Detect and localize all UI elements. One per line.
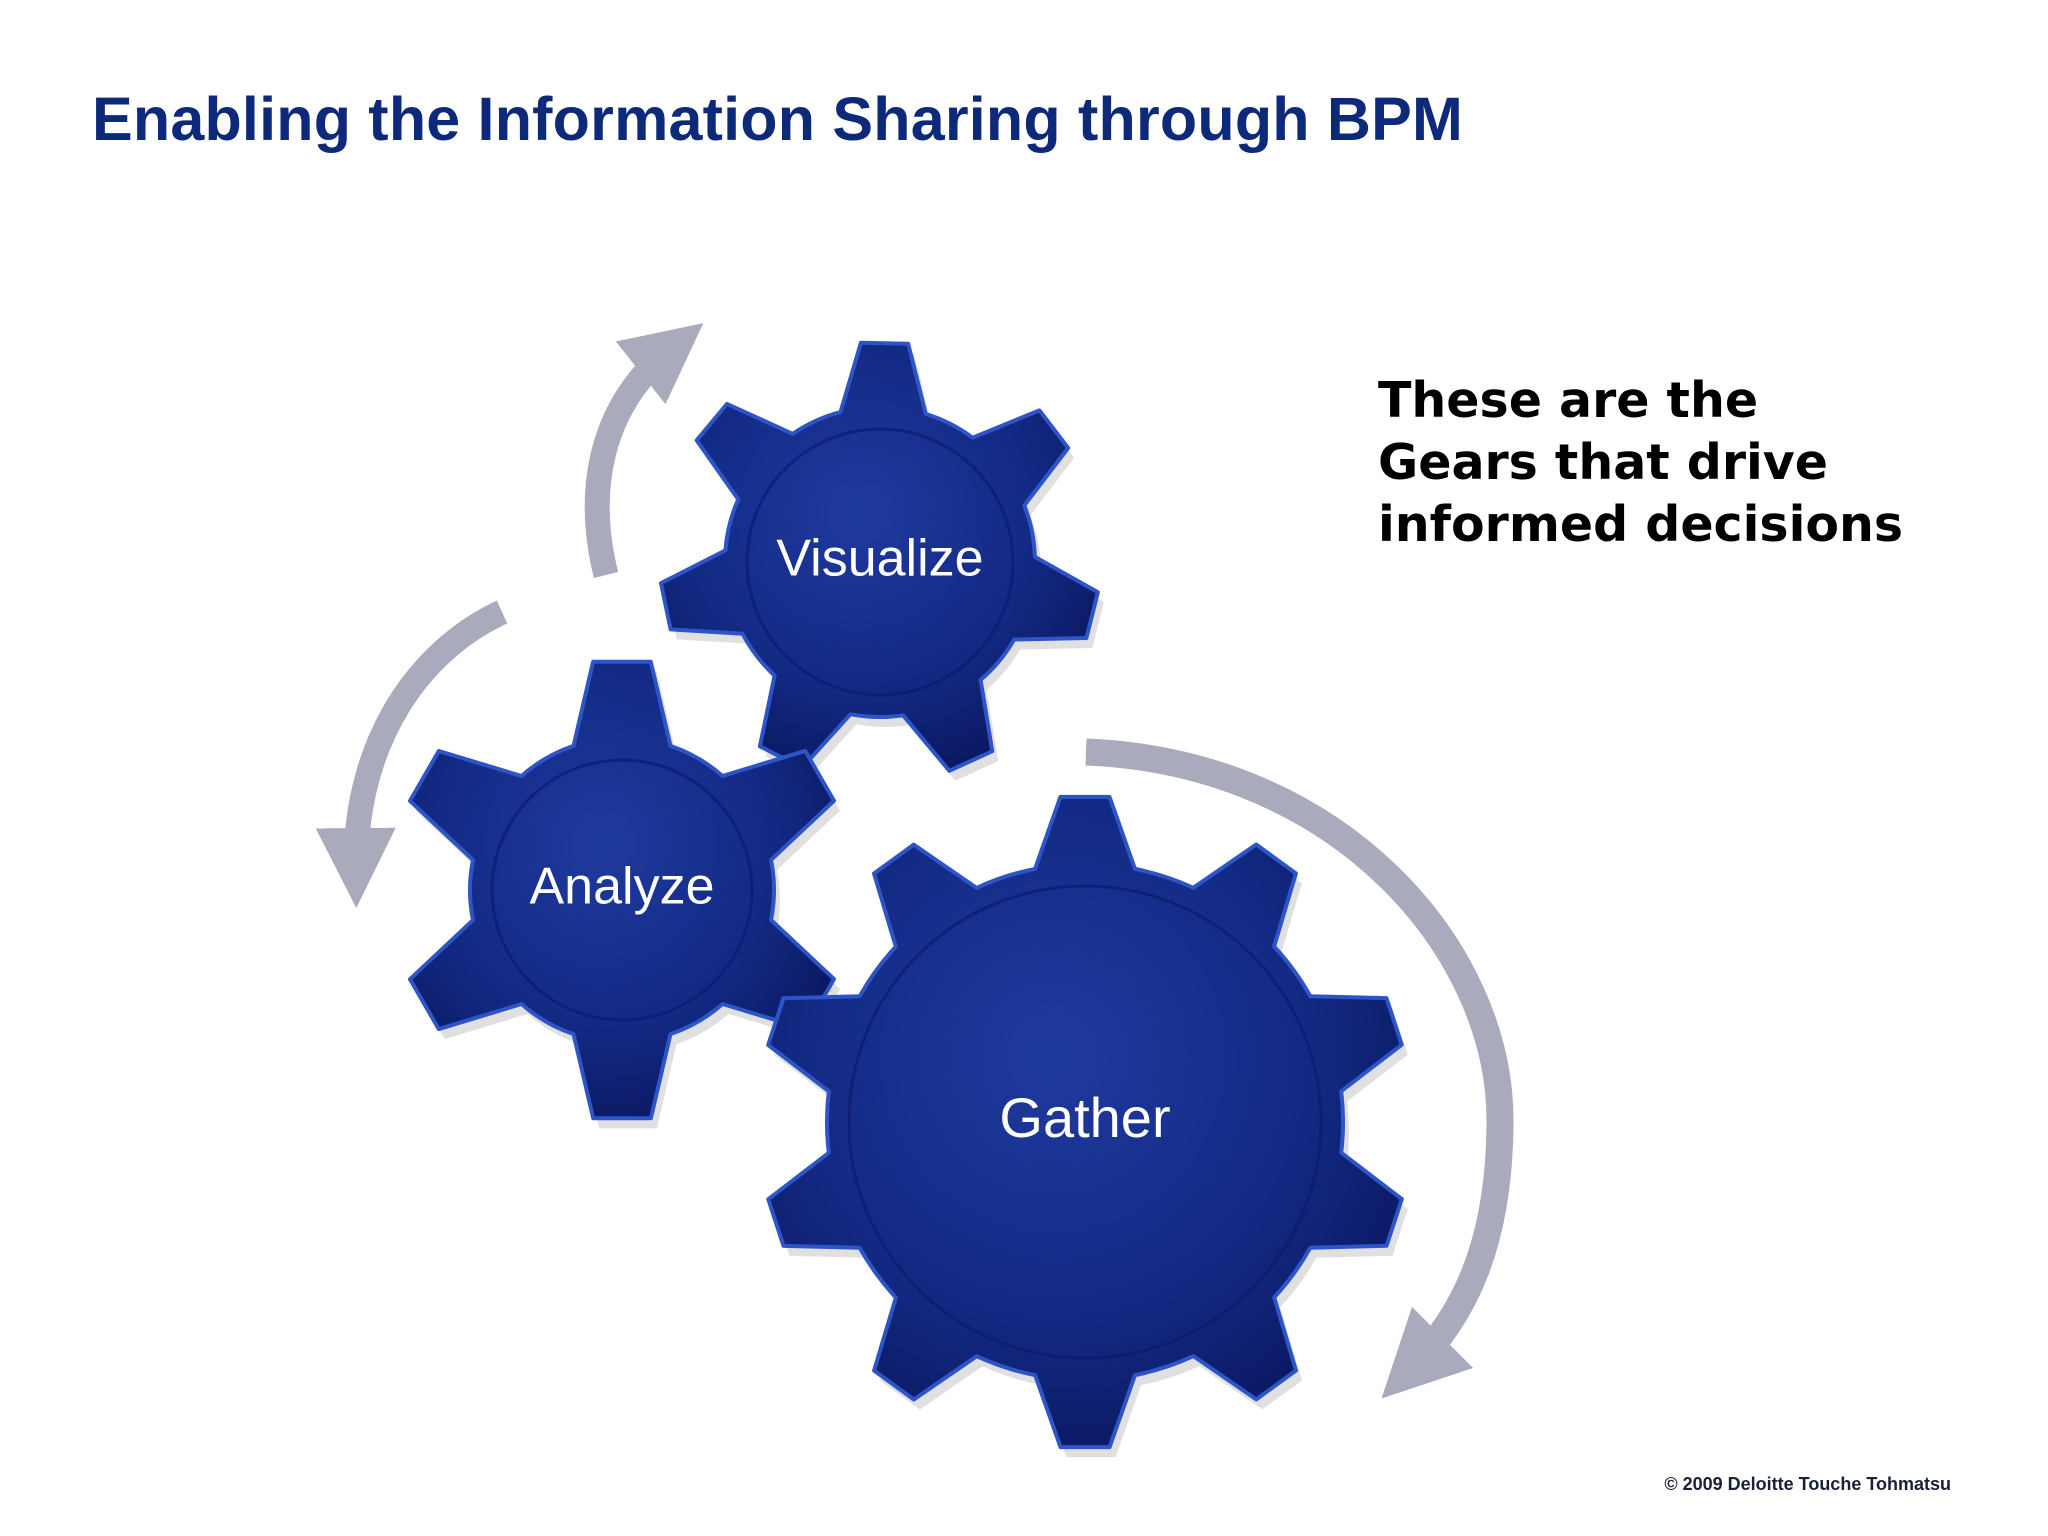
gear-inner-ring [847,884,1323,1360]
slide-title: Enabling the Information Sharing through… [92,85,1464,153]
gear-body [766,794,1404,1450]
gear-inner-ring [745,427,1015,697]
gear-gather: Gather [766,794,1408,1458]
copyright-footer: © 2009 Deloitte Touche Tohmatsu [1664,1474,1951,1494]
caption-line: informed decisions [1378,496,1904,553]
gear-analyze: Analyze [408,659,840,1129]
arrow-analyze-to-visualize [584,323,704,578]
arrow-visualize-to-analyze [315,600,508,908]
gear-inner-ring [490,758,754,1022]
gear-label-visualize: Visualize [776,530,983,588]
gear-body [408,659,836,1121]
gear-visualize: Visualize [659,340,1104,781]
caption-line: These are the [1378,372,1759,429]
gear-body [659,340,1100,773]
caption: These are the Gears that drive informed … [1378,370,1903,556]
gear-label-analyze: Analyze [530,858,715,916]
caption-line: Gears that drive [1378,434,1828,491]
arrow-gather-cycle [1085,738,1514,1399]
gear-label-gather: Gather [999,1086,1170,1149]
